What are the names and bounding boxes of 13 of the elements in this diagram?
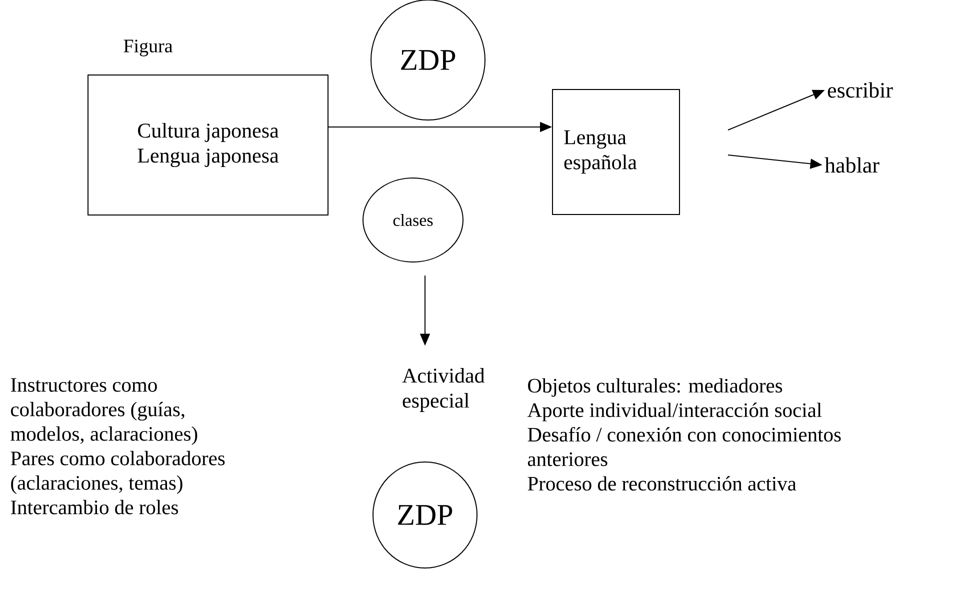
figure-label: Figura <box>124 40 173 56</box>
note-text: Proceso de reconstrucción activa <box>528 476 796 491</box>
label-text: hablar <box>824 157 880 173</box>
note-text: Intercambio de roles <box>10 500 178 514</box>
note-text: Pares como colaboradores (aclaraciones, temas) <box>10 450 225 494</box>
note-text: Objetos culturales: mediadores <box>528 378 782 397</box>
note-text: Instructores como colaboradores (guías, modelos, aclaraciones) <box>10 378 198 445</box>
box: Lengua española <box>552 89 680 215</box>
box: Cultura japonesa Lengua japonesa <box>88 74 328 216</box>
label-text: escribir <box>828 82 893 98</box>
label-text: Actividad especial <box>402 368 485 412</box>
note-text: Desafío / conexión con conocimientos anteriores <box>528 427 841 466</box>
note-text: Aporte individual/interacción social <box>527 402 822 422</box>
